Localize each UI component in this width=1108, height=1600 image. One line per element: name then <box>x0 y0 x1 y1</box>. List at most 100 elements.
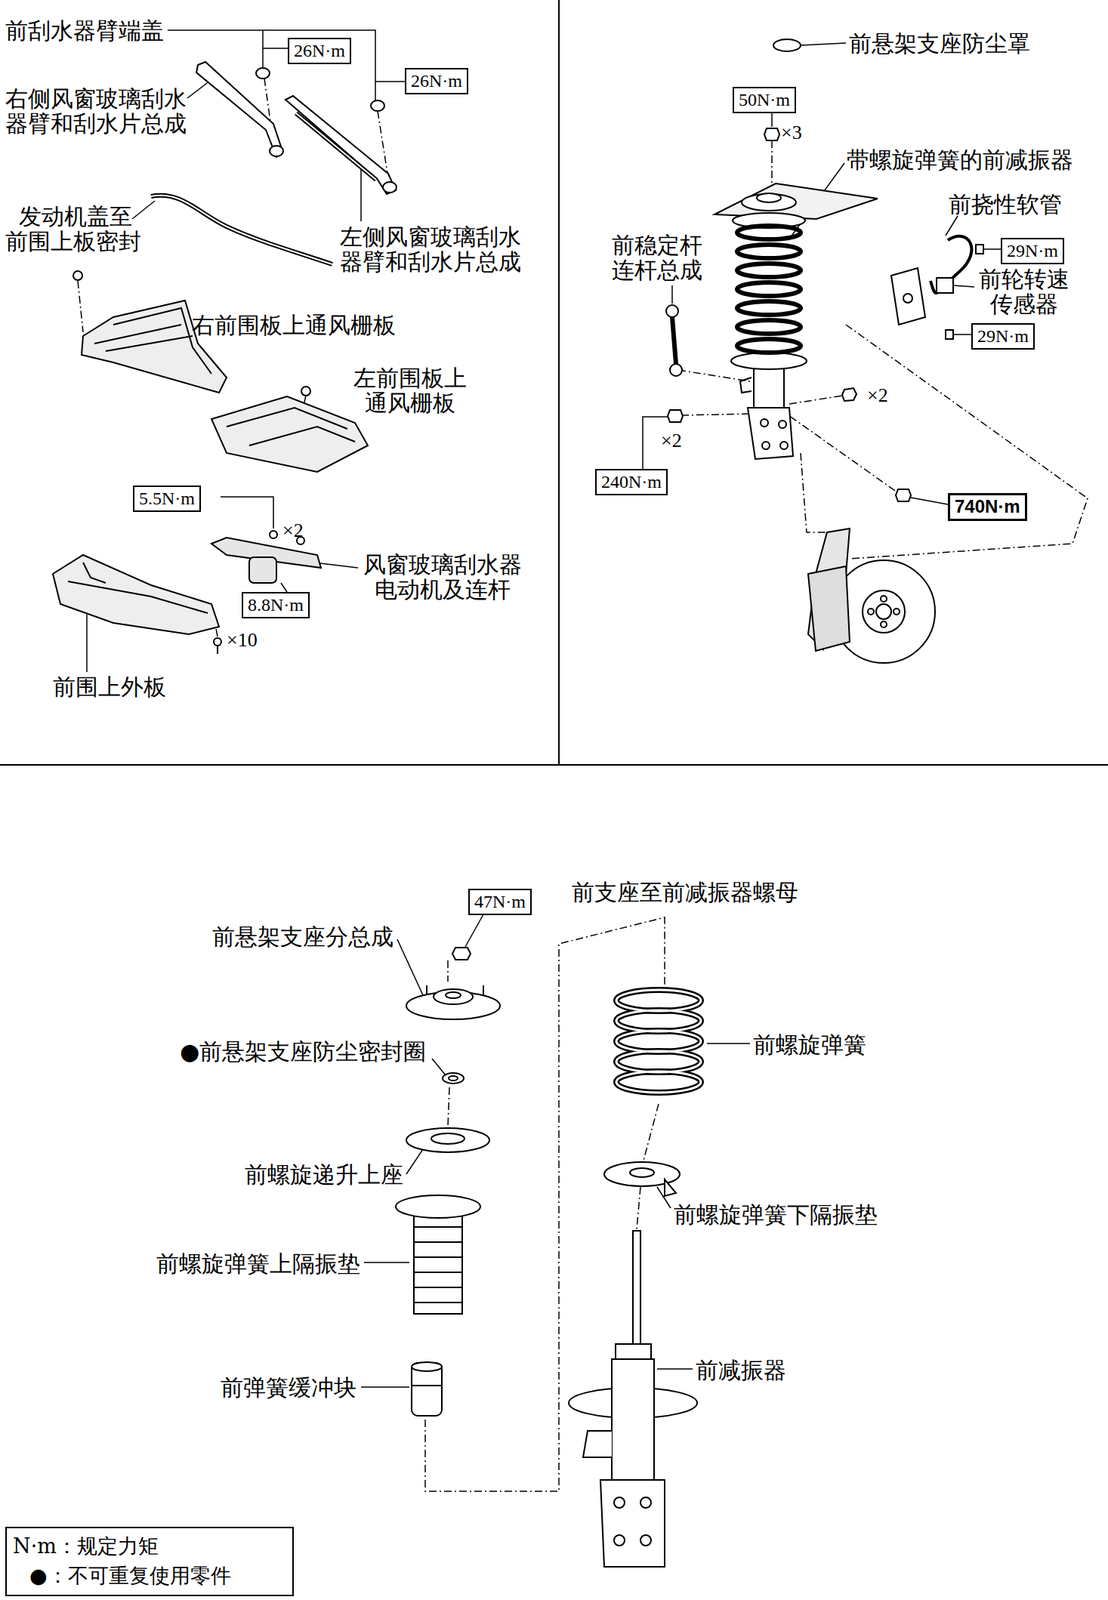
wiper-motor-linkage <box>249 557 277 584</box>
leader-line <box>771 112 773 127</box>
wiper-arm <box>196 61 397 195</box>
screw <box>213 638 222 646</box>
hood-seal <box>151 195 333 265</box>
leader-line <box>397 939 423 996</box>
nut <box>452 947 471 960</box>
torque-value: 26N·m <box>410 70 463 93</box>
centre-line <box>800 453 828 533</box>
coil-spring <box>616 1071 701 1093</box>
coil-spring <box>616 990 701 1093</box>
part-label: ×2 <box>282 520 304 543</box>
part-label: 前支座至前减振器螺母 <box>571 879 799 905</box>
wiper-arm <box>296 113 377 180</box>
upper-seat <box>431 1133 465 1145</box>
flexible-hose <box>930 236 972 294</box>
part-label: 前稳定杆连杆总成 <box>611 232 705 283</box>
stabilizer-link <box>669 364 683 377</box>
leader-line <box>132 200 155 220</box>
upper-insulator <box>395 1195 481 1219</box>
part-label: 前悬架支座分总成 <box>212 924 394 950</box>
shock-absorber <box>614 1497 625 1509</box>
strut-assembly <box>762 441 770 450</box>
shock-absorber <box>568 1231 698 1568</box>
leader-line <box>86 614 88 673</box>
bolt <box>975 244 984 254</box>
support-mount <box>433 989 473 1005</box>
part-label: 左前围板上通风栅板 <box>351 365 468 416</box>
bump-stopper <box>411 1362 442 1372</box>
leader-line <box>706 1043 750 1045</box>
upper-insulator <box>413 1208 463 1315</box>
upper-insulator <box>413 1287 463 1289</box>
seal-ring <box>442 1073 464 1084</box>
upper-seat <box>406 1128 490 1153</box>
upper-insulator <box>413 1241 463 1244</box>
torque-value: 8.8N·m <box>247 594 304 617</box>
leader-line <box>981 248 1001 250</box>
support-mount <box>406 992 500 1020</box>
strut-assembly <box>731 193 807 460</box>
leader-line <box>262 30 264 68</box>
leader-line <box>361 914 750 1388</box>
leader-line <box>220 496 274 529</box>
centre-line <box>77 280 84 333</box>
legend-text: ●：不可重复使用零件 <box>29 1564 232 1588</box>
knuckle-brake <box>876 604 892 620</box>
part-label: 前围上外板 <box>52 674 167 700</box>
part-label: 前悬架支座防尘罩 <box>848 30 1031 56</box>
shock-absorber <box>611 1359 655 1488</box>
leader-line <box>361 1386 410 1389</box>
leader-line <box>953 333 972 336</box>
strut-assembly <box>760 419 769 427</box>
torque-value: 29N·m <box>1006 240 1059 263</box>
nut <box>452 947 471 960</box>
torque-box: 26N·m <box>404 67 469 95</box>
support-mount <box>445 992 461 999</box>
shock-absorber <box>615 1344 652 1360</box>
cowl-outer-panel <box>52 555 220 635</box>
centre-line <box>681 413 752 416</box>
leader-line <box>671 285 673 304</box>
flexible-hose <box>891 236 972 325</box>
centre-line <box>777 407 898 493</box>
torque-value: 240N·m <box>601 471 662 494</box>
strut-assembly <box>778 420 787 429</box>
coil-spring <box>616 990 701 1012</box>
wiper-arm <box>382 182 397 193</box>
coil-spring <box>616 990 701 1093</box>
cowl-panel <box>211 396 368 473</box>
stabilizer-link <box>666 305 679 318</box>
seal-ring <box>448 1076 458 1081</box>
shock-absorber <box>583 1431 612 1458</box>
dust-cap <box>773 39 801 52</box>
leader-line <box>465 914 484 948</box>
centre-line <box>77 78 389 637</box>
cowl-panel <box>226 407 348 430</box>
coil-spring <box>616 1010 701 1032</box>
torque-value: 5.5N·m <box>138 487 195 510</box>
coil-spring <box>737 282 801 297</box>
coil-spring <box>616 1030 701 1053</box>
leader-line <box>280 583 288 593</box>
part-label: ●前悬架支座防尘密封圈 <box>179 1039 426 1065</box>
leader-line <box>375 80 405 83</box>
torque-box: 5.5N·m <box>132 485 201 513</box>
part-label: 前挠性软管 <box>948 191 1062 217</box>
leader-line <box>262 47 288 50</box>
knuckle-brake <box>893 608 900 615</box>
flexible-hose <box>891 268 926 325</box>
clip <box>73 271 83 281</box>
coil-spring <box>737 301 801 315</box>
support-mount <box>406 985 500 1020</box>
leader-line <box>953 285 975 288</box>
seal-ring <box>442 1073 464 1084</box>
upper-insulator <box>413 1256 463 1259</box>
cowl-outer-panel <box>67 581 208 614</box>
cowl-outer-panel <box>52 555 220 635</box>
part-label: 前弹簧缓冲块 <box>220 1375 357 1401</box>
clip <box>301 386 311 396</box>
coil-spring <box>737 225 801 353</box>
wiper-arm <box>296 113 377 180</box>
